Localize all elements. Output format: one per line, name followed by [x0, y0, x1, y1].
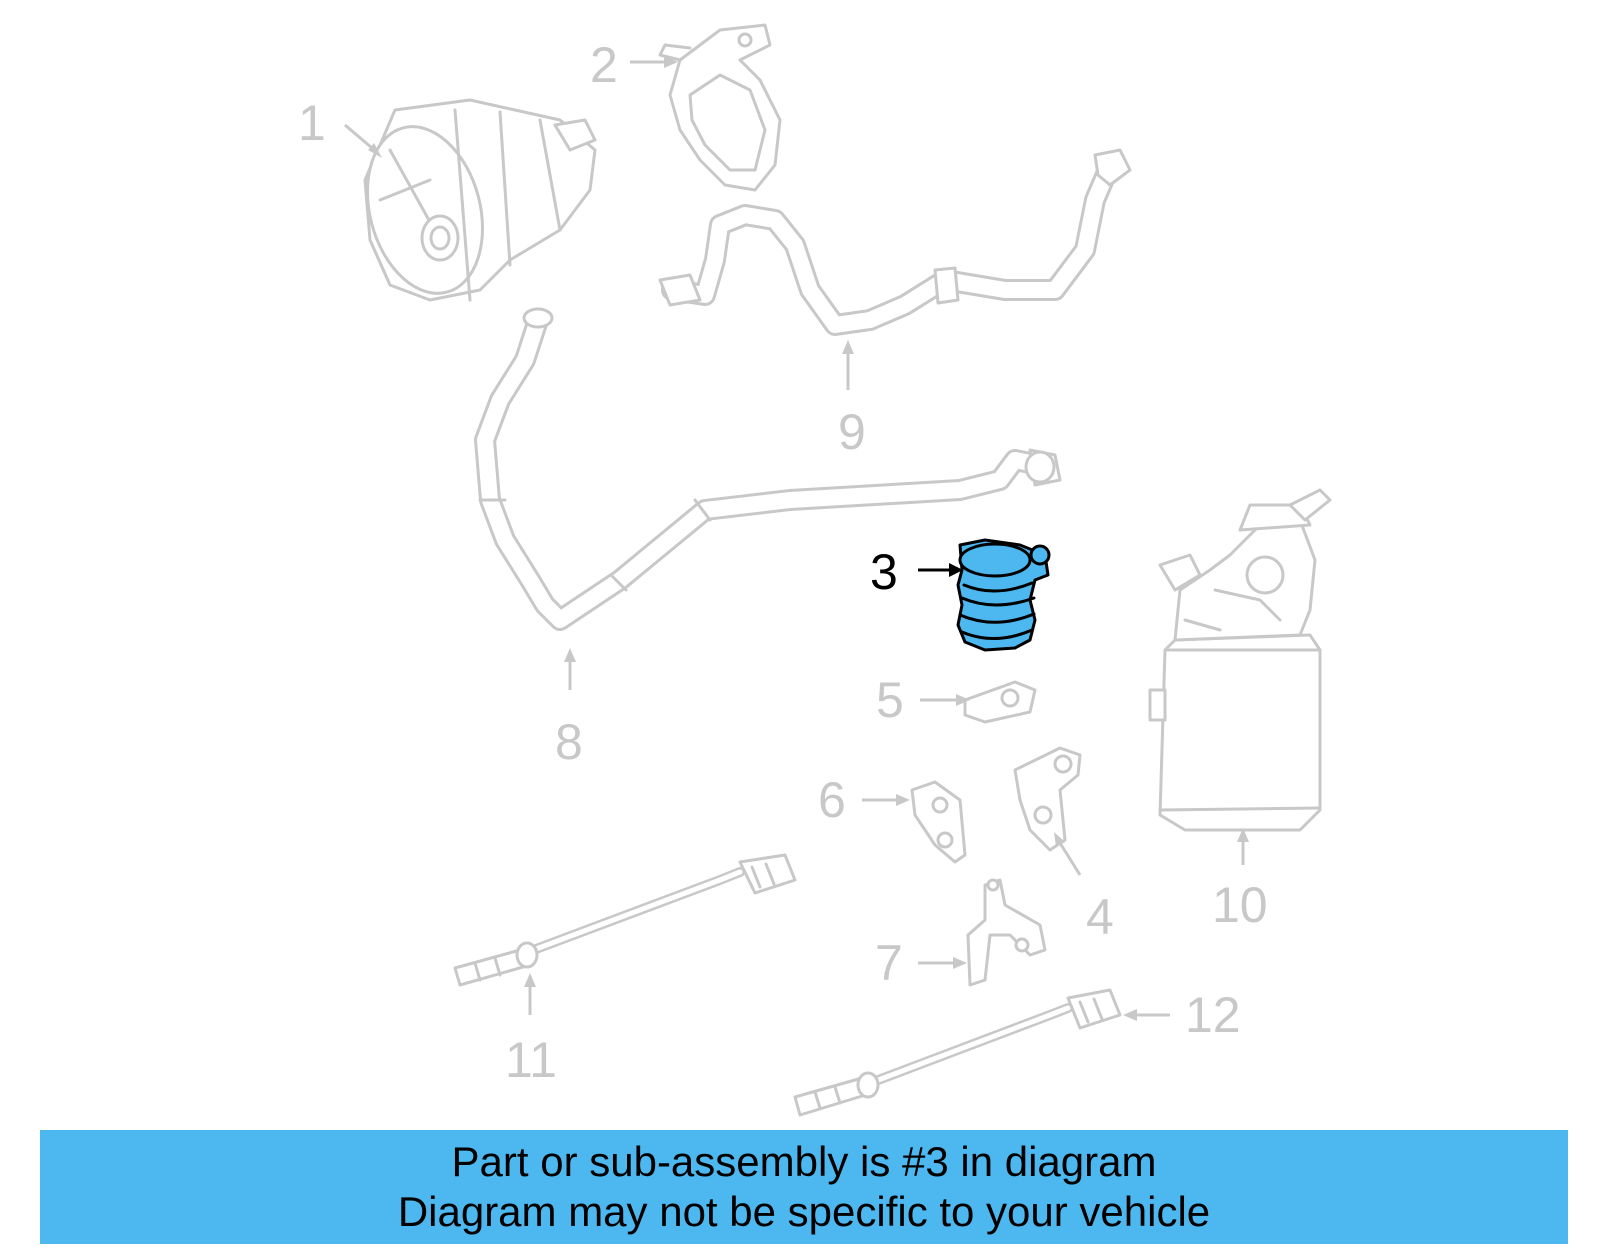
part-10-canister [1148, 488, 1332, 832]
callout-label-7: 7 [875, 935, 903, 991]
callout-arrow-2 [630, 56, 678, 68]
callout-label-8: 8 [555, 714, 583, 770]
part-1-air-pump [363, 98, 597, 302]
part-2-gasket [658, 23, 782, 192]
part-7-bracket [966, 878, 1047, 987]
callout-label-12: 12 [1185, 987, 1241, 1043]
callout-arrow-9 [842, 340, 854, 390]
part-4-bracket [1013, 746, 1082, 852]
part-11-oxygen-sensor [453, 853, 797, 987]
banner-part-note: Part or sub-assembly is #3 in diagram [451, 1138, 1157, 1185]
callout-label-1: 1 [298, 95, 326, 151]
part-12-oxygen-sensor [793, 988, 1122, 1117]
callout-arrow-10 [1237, 828, 1249, 865]
callout-label-5: 5 [876, 672, 904, 728]
callout-label-11: 11 [505, 1032, 557, 1088]
banner-disclaimer: Diagram may not be specific to your vehi… [397, 1188, 1211, 1235]
exploded-parts-diagram [344, 23, 1332, 1117]
part-3-highlighted-boot[interactable] [956, 538, 1051, 652]
part-8-lower-hose [474, 307, 1062, 631]
callout-arrow-12 [1123, 1009, 1170, 1021]
callout-arrow-6 [862, 794, 910, 806]
callout-arrow-3 [918, 563, 963, 577]
callout-arrow-4 [1054, 832, 1082, 876]
info-banner: Part or sub-assembly is #3 in diagram Di… [40, 1130, 1568, 1244]
callout-arrow-11 [524, 973, 536, 1015]
callout-label-3[interactable]: 3 [870, 544, 898, 600]
part-9-upper-hose [658, 148, 1132, 336]
callout-label-6: 6 [818, 772, 846, 828]
callout-arrow-8 [564, 648, 576, 690]
callout-label-4: 4 [1086, 889, 1114, 945]
callout-label-2: 2 [590, 37, 618, 93]
callout-arrow-5 [920, 694, 970, 706]
part-5-gasket [963, 680, 1037, 724]
callout-arrow-1 [344, 123, 382, 158]
callout-label-10: 10 [1212, 877, 1268, 933]
callout-label-9: 9 [838, 404, 866, 460]
part-6-gasket [910, 780, 967, 864]
callout-arrow-7 [918, 957, 967, 969]
